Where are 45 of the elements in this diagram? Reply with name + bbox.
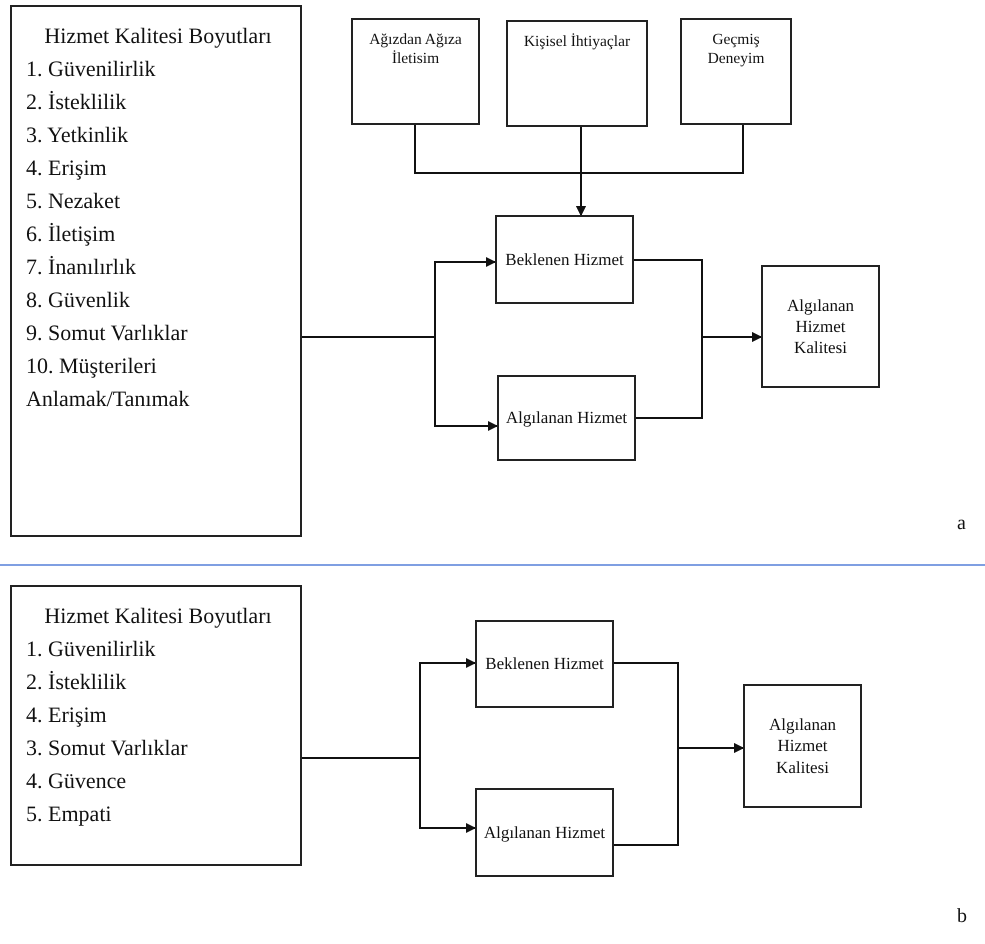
box-heading: Hizmet Kalitesi Boyutları	[43, 22, 273, 50]
process-box	[680, 18, 792, 125]
list-item: 1. Güvenilirlik	[26, 55, 157, 83]
arrow	[302, 757, 476, 833]
list-item: 4. Erişim	[26, 701, 108, 729]
list-item: 1. Güvenilirlik	[26, 635, 157, 663]
list-item: 10. Müşterileri Anlamak/Tanımak	[26, 352, 190, 413]
list-item: 2. İsteklilik	[26, 668, 128, 696]
process-box	[351, 18, 480, 125]
box-label: Ağızdan Ağıza İletisim	[368, 30, 463, 69]
process-box	[761, 265, 880, 388]
box-label: Beklenen Hizmet	[505, 248, 624, 270]
list-item: 4. Güvence	[26, 767, 128, 795]
arrow	[614, 743, 744, 846]
box-label: Beklenen Hizmet	[485, 653, 604, 675]
box-label: Algılanan Hizmet	[506, 407, 628, 429]
process-box	[495, 215, 634, 304]
list-item: 5. Nezaket	[26, 187, 122, 215]
list-item: 2. İsteklilik	[26, 88, 128, 116]
process-box	[10, 5, 302, 537]
box-label: Algılanan Hizmet Kalitesi	[768, 714, 838, 778]
process-box	[743, 684, 862, 808]
process-box	[10, 585, 302, 866]
process-box	[497, 375, 636, 461]
process-box	[506, 20, 648, 127]
list-item: 5. Empati	[26, 800, 113, 828]
box-heading: Hizmet Kalitesi Boyutları	[43, 602, 273, 630]
panel-label: b	[957, 906, 967, 926]
list-item: 7. İnanılırlık	[26, 253, 137, 281]
box-label: Algılanan Hizmet Kalitesi	[786, 294, 856, 358]
panel-label: a	[957, 513, 966, 533]
arrow	[302, 336, 498, 431]
list-item: 8. Güvenlik	[26, 286, 131, 314]
box-label: Geçmiş Deneyim	[706, 30, 766, 69]
list-item: 9. Somut Varlıklar	[26, 319, 189, 347]
arrow	[576, 125, 744, 216]
box-label: Algılanan Hizmet	[484, 822, 606, 844]
process-box	[475, 788, 614, 877]
list-item: 3. Yetkinlik	[26, 121, 130, 149]
list-item: 4. Erişim	[26, 154, 108, 182]
box-label: Kişisel İhtiyaçlar	[524, 32, 630, 52]
arrow	[636, 332, 762, 419]
list-item: 3. Somut Varlıklar	[26, 734, 189, 762]
process-box	[475, 620, 614, 708]
list-item: 6. İletişim	[26, 220, 116, 248]
